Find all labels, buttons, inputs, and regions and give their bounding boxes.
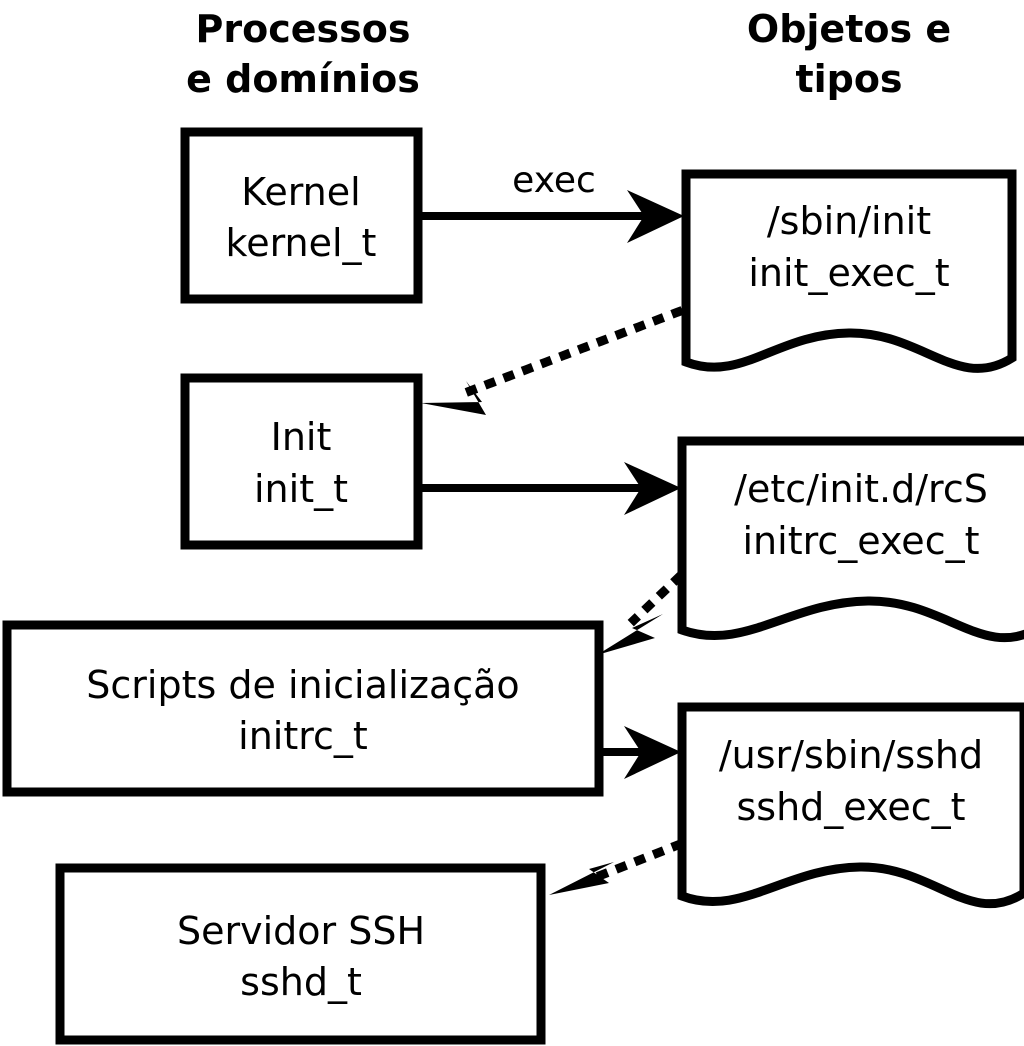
edge-kernel-to-init-exec[interactable]: exec (422, 160, 684, 243)
object-node-initrc-exec[interactable]: /etc/init.d/rcS initrc_exec_t (677, 436, 1024, 643)
edge-init-exec-to-init-arrowhead (421, 381, 486, 415)
object-node-sshd-exec-line2: sshd_exec_t (736, 785, 965, 829)
object-node-init-exec[interactable]: /sbin/init init_exec_t (681, 169, 1017, 373)
process-node-initrc-line1: Scripts de inicialização (86, 663, 519, 707)
edge-initrc-exec-to-initrc-line (627, 571, 685, 627)
process-node-sshd-line2: sshd_t (240, 960, 362, 1004)
edge-init-exec-to-init[interactable] (421, 306, 684, 415)
process-node-initrc-box[interactable] (2, 620, 604, 797)
process-node-initrc[interactable]: Scripts de inicialização initrc_t (2, 620, 604, 797)
object-node-init-exec-shape[interactable] (681, 169, 1017, 373)
process-node-sshd-box[interactable] (55, 863, 546, 1045)
object-node-initrc-exec-shape[interactable] (677, 436, 1024, 643)
edge-kernel-to-init-exec-arrowhead (627, 190, 684, 243)
edge-init-to-initrc-exec-arrowhead (624, 462, 681, 515)
process-node-kernel-box[interactable] (180, 127, 423, 304)
column-header-processes: Processos e domínios (186, 7, 420, 101)
edge-initrc-exec-to-initrc[interactable] (597, 571, 685, 655)
process-node-init-line1: Init (271, 415, 332, 459)
process-node-sshd-line1: Servidor SSH (177, 909, 425, 953)
column-header-objects: Objetos e tipos (747, 7, 951, 101)
column-header-processes-line1: Processos (196, 7, 411, 51)
object-node-sshd-exec[interactable]: /usr/sbin/sshd sshd_exec_t (677, 702, 1024, 909)
edge-init-exec-to-init-line (464, 306, 684, 397)
process-node-init[interactable]: Init init_t (180, 373, 423, 550)
object-node-initrc-exec-line1: /etc/init.d/rcS (734, 467, 988, 511)
process-node-initrc-line2: initrc_t (238, 714, 368, 758)
object-node-init-exec-line1: /sbin/init (767, 199, 931, 243)
process-node-kernel[interactable]: Kernel kernel_t (180, 127, 423, 304)
edge-init-to-initrc-exec[interactable] (418, 462, 681, 515)
edge-initrc-to-sshd-exec-arrowhead (624, 726, 681, 779)
object-node-init-exec-line2: init_exec_t (748, 251, 949, 295)
object-node-sshd-exec-shape[interactable] (677, 702, 1024, 909)
process-node-kernel-line2: kernel_t (226, 221, 377, 265)
process-node-kernel-line1: Kernel (241, 170, 360, 214)
edge-sshd-exec-to-sshd-arrowhead (549, 862, 614, 895)
edge-sshd-exec-to-sshd-line (593, 839, 684, 882)
column-header-objects-line2: tipos (795, 57, 902, 101)
process-node-sshd[interactable]: Servidor SSH sshd_t (55, 863, 546, 1045)
process-node-init-box[interactable] (180, 373, 423, 550)
object-node-initrc-exec-line2: initrc_exec_t (743, 519, 980, 563)
edge-initrc-to-sshd-exec[interactable] (599, 726, 681, 779)
edge-initrc-exec-to-initrc-arrowhead (597, 614, 663, 655)
process-node-init-line2: init_t (254, 467, 348, 511)
column-header-processes-line2: e domínios (186, 57, 420, 101)
column-header-objects-line1: Objetos e (747, 7, 951, 51)
object-node-sshd-exec-line1: /usr/sbin/sshd (719, 733, 983, 777)
edge-label-exec: exec (512, 160, 596, 201)
edge-sshd-exec-to-sshd[interactable] (549, 839, 684, 895)
